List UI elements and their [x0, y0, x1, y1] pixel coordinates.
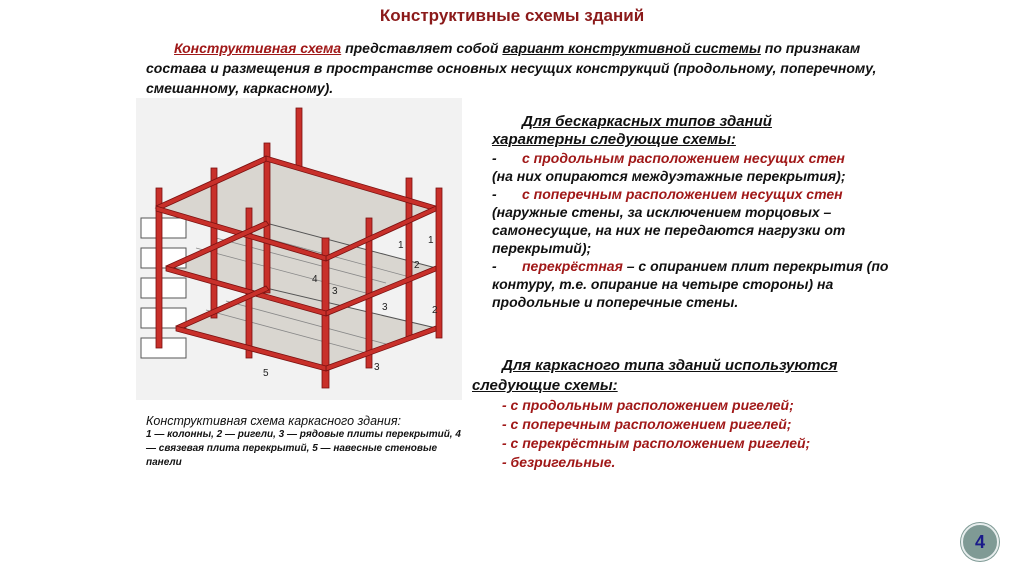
figure-label: 4 — [312, 274, 318, 285]
page-number-badge: 4 — [961, 523, 999, 561]
frame-building-illustration: 1 1 2 3 4 3 2 5 3 — [136, 98, 462, 400]
dash: - — [492, 258, 497, 274]
item-term: перекрёстная — [522, 258, 623, 274]
figure-label: 1 — [428, 235, 434, 246]
frameless-schemes: Для бескаркасных типов зданий характерны… — [492, 113, 892, 311]
dash: - — [492, 186, 497, 202]
figure-label: 2 — [432, 305, 438, 316]
term-constructive-system: вариант конструктивной системы — [502, 40, 761, 56]
frame-item: - с перекрёстным расположением ригелей; — [502, 435, 811, 451]
slide-title: Конструктивные схемы зданий — [379, 6, 645, 25]
figure-label: 1 — [398, 240, 404, 251]
figure-label: 5 — [263, 368, 269, 379]
frameless-item: - с поперечным расположением несущих стен… — [492, 185, 892, 257]
frame-item: - с поперечным расположением ригелей; — [502, 416, 792, 432]
frame-item: - с продольным расположением ригелей; — [502, 397, 794, 413]
figure-caption: Конструктивная схема каркасного здания: … — [146, 414, 466, 470]
intro-text: по признакам состава и размещения в прос… — [146, 40, 877, 96]
term-constructive-scheme: Конструктивная схема — [174, 40, 342, 56]
frame-heading: следующие схемы: — [472, 377, 618, 394]
figure-label: 3 — [374, 362, 380, 373]
figure-label: 2 — [414, 260, 420, 271]
frameless-heading: Для бескаркасных типов зданий — [522, 113, 772, 130]
dash: - — [492, 150, 497, 166]
figure-label: 3 — [332, 286, 338, 297]
caption-legend: 1 — колонны, 2 — ригели, 3 — рядовые пли… — [146, 429, 461, 468]
frame-heading: Для каркасного типа зданий используются — [502, 357, 838, 374]
frameless-heading: характерны следующие схемы: — [492, 131, 736, 148]
frame-item: - безригельные. — [502, 454, 616, 470]
figure-label: 3 — [382, 302, 388, 313]
intro-paragraph: Конструктивная схема представляет собой … — [146, 38, 886, 98]
item-text: (на них опираются междуэтажные перекрыти… — [492, 168, 846, 184]
intro-text: представляет собой — [341, 40, 503, 56]
item-term: с поперечным расположением несущих стен — [522, 186, 843, 202]
frameless-item: - перекрёстная – с опиранием плит перекры… — [492, 257, 892, 311]
frame-schemes: Для каркасного типа зданий используются … — [472, 356, 892, 472]
item-text: – с опиранием плит перекрытия (по контур… — [492, 258, 889, 310]
item-text: (наружные стены, за исключением торцовых… — [492, 204, 846, 256]
frameless-item: - с продольным расположением несущих стен… — [492, 149, 892, 185]
item-term: с продольным расположением несущих стен — [522, 150, 845, 166]
caption-heading: Конструктивная схема каркасного здания: — [146, 414, 402, 428]
